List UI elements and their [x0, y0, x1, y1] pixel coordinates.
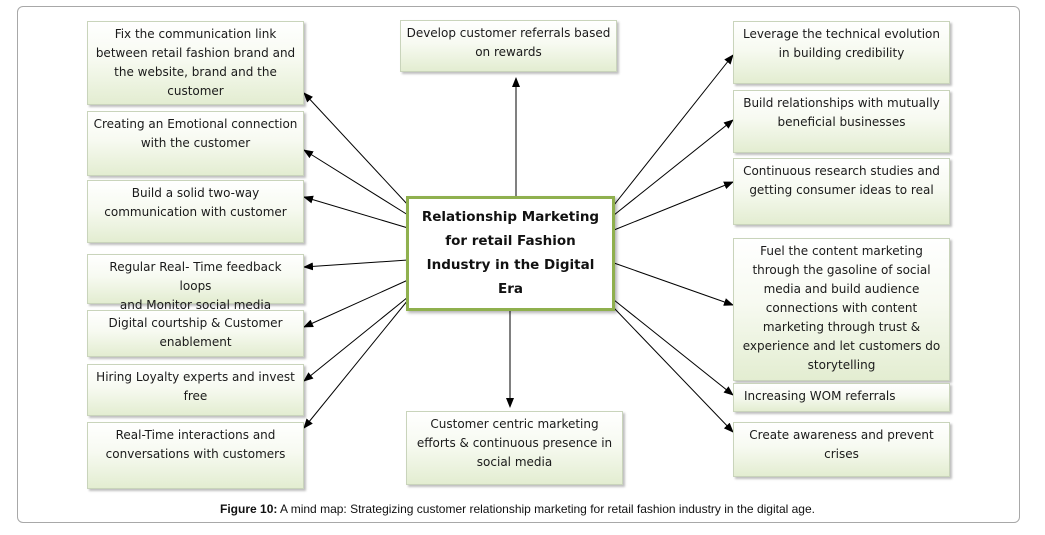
connector-arrow-12 [613, 181, 734, 231]
caption-text: A mind map: Strategizing customer relati… [277, 502, 815, 516]
node-mutual-businesses: Build relationships with mutually benefi… [733, 90, 950, 153]
node-wom-referrals: Increasing WOM referrals [733, 383, 950, 412]
node-customer-referrals: Develop customer referrals based on rewa… [400, 20, 617, 72]
node-feedback-loops: Regular Real- Time feedback loops and Mo… [87, 254, 304, 312]
node-customer-centric: Customer centric marketing efforts & con… [406, 411, 623, 485]
connector-arrow-11 [613, 119, 734, 216]
connector-arrow-10 [613, 54, 734, 206]
node-realtime-interactions: Real-Time interactions and conversations… [87, 422, 304, 489]
node-technical-evolution: Leverage the technical evolution in buil… [733, 21, 950, 84]
connector-arrow-14 [613, 299, 734, 396]
node-awareness-crises: Create awareness and prevent crises [733, 422, 950, 477]
connector-arrow-3 [303, 195, 409, 229]
node-content-marketing: Fuel the content marketing through the g… [733, 238, 950, 381]
node-two-way-communication: Build a solid two-way communication with… [87, 180, 304, 243]
connector-arrow-7 [303, 299, 409, 429]
connector-arrow-13 [613, 262, 734, 306]
node-loyalty-experts: Hiring Loyalty experts and invest free [87, 364, 304, 416]
connector-arrow-4 [303, 259, 409, 271]
central-topic: Relationship Marketing for retail Fashio… [406, 196, 615, 311]
connector-arrow-6 [303, 296, 409, 382]
connector-arrow-2 [303, 149, 409, 216]
node-research-studies: Continuous research studies and getting … [733, 158, 950, 225]
connector-arrow-5 [303, 279, 409, 328]
caption-label: Figure 10: [220, 502, 278, 516]
node-fix-communication-link: Fix the communication link between retai… [87, 21, 304, 105]
node-emotional-connection: Creating an Emotional connection with th… [87, 111, 304, 176]
connector-arrow-1 [303, 92, 409, 206]
connector-arrow-15 [613, 307, 734, 433]
figure-caption: Figure 10: A mind map: Strategizing cust… [17, 502, 1018, 516]
node-digital-courtship: Digital courtship & Customer enablement [87, 310, 304, 357]
